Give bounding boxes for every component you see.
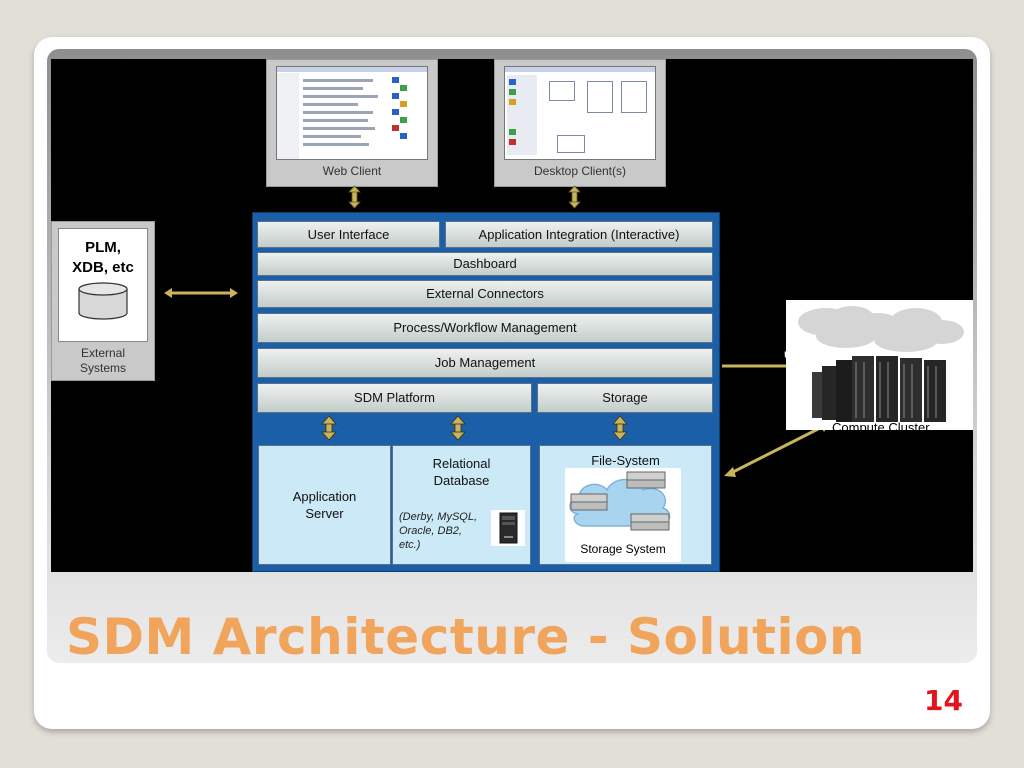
desktop-client-screenshot <box>504 66 656 160</box>
storage-system-box: Storage System <box>565 468 681 562</box>
storage-arrow <box>612 415 628 441</box>
storage-unit-bottom <box>630 513 670 531</box>
external-systems-caption: External Systems <box>79 346 126 375</box>
database-examples: (Derby, MySQL, Oracle, DB2, etc.) <box>399 511 478 551</box>
web-client-box: Web Client <box>266 59 438 187</box>
file-system-label: File-System <box>591 453 660 468</box>
compute-cluster-box: Compute Cluster <box>786 300 973 430</box>
server-tower-icon <box>491 510 525 546</box>
layer-dashboard: Dashboard <box>257 252 713 276</box>
desktop-client-box: Desktop Client(s) <box>494 59 666 187</box>
external-systems-box: PLM, XDB, etc External Systems <box>51 221 155 381</box>
desktop-client-arrow <box>568 185 581 209</box>
layer-storage: Storage <box>537 383 713 413</box>
layer-workflow-management: Process/Workflow Management <box>257 313 713 343</box>
external-systems-card: PLM, XDB, etc <box>58 228 148 342</box>
storage-system-label: Storage System <box>580 542 666 556</box>
external-systems-arrow <box>164 288 238 298</box>
storage-unit-left <box>570 493 608 511</box>
storage-cloud-icon <box>569 471 671 531</box>
page-number: 14 <box>924 684 963 717</box>
platform-arrow-middle <box>450 415 466 441</box>
layer-application-integration: Application Integration (Interactive) <box>445 221 713 248</box>
slide-title: SDM Architecture - Solution <box>66 608 866 666</box>
layer-user-interface: User Interface <box>257 221 440 248</box>
cloud-icon <box>798 306 964 352</box>
desktop-client-label: Desktop Client(s) <box>533 164 627 178</box>
web-client-arrow <box>348 185 361 209</box>
compute-cluster-label: Compute Cluster <box>832 420 930 430</box>
layer-sdm-platform: SDM Platform <box>257 383 532 413</box>
storage-unit-top <box>626 471 666 489</box>
cluster-storage-arrow <box>724 423 830 477</box>
database-icon <box>78 282 128 320</box>
relational-database-label: Relational Database <box>432 456 491 488</box>
web-client-label: Web Client <box>322 164 382 178</box>
application-server-box: Application Server <box>258 445 391 565</box>
relational-database-box: Relational Database (Derby, MySQL, Oracl… <box>392 445 531 565</box>
external-systems-name: PLM, XDB, etc <box>72 239 134 276</box>
web-client-screenshot <box>276 66 428 160</box>
layer-job-management: Job Management <box>257 348 713 378</box>
layer-external-connectors: External Connectors <box>257 280 713 308</box>
platform-arrow-left <box>321 415 337 441</box>
application-server-label: Application Server <box>292 489 357 521</box>
clipped-label: ue <box>784 347 799 361</box>
compute-cluster-illustration <box>798 306 964 422</box>
server-rack-icons <box>812 356 946 422</box>
